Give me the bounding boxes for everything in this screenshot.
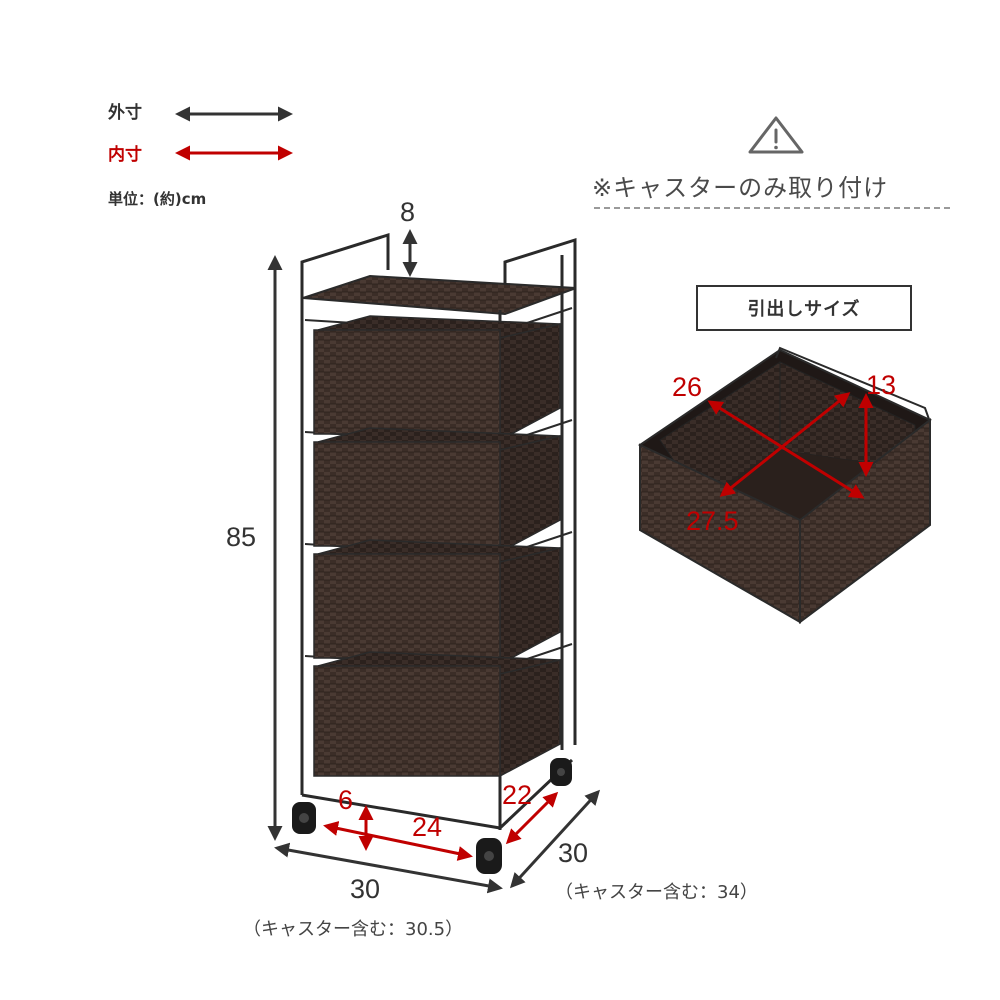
warning-triangle-icon (748, 116, 804, 154)
dim-inner-height-label: 6 (338, 785, 354, 815)
legend-outer-label: 外寸 (108, 103, 142, 123)
notice-underline (594, 207, 950, 209)
dim-depth-caption: （キャスター含む：34） (555, 882, 758, 903)
drawer-size-box: 引出しサイズ (696, 285, 912, 331)
dim-width-caption: （キャスター含む：30.5） (243, 919, 464, 940)
dim-drawer-depth-label: 27.5 (686, 506, 739, 536)
dim-inner-width-arrow (323, 821, 473, 861)
rack-illustration (292, 232, 577, 874)
legend-inner-label: 内寸 (108, 145, 142, 165)
dim-drawer-depth-arrow (719, 392, 851, 497)
dim-drawer-height-label: 13 (866, 370, 897, 400)
caster-front-left (292, 802, 316, 834)
dim-width-label: 30 (350, 874, 381, 904)
dim-inner-width-label: 24 (412, 812, 443, 842)
dim-top-rail-label: 8 (400, 197, 416, 227)
dim-depth-label: 30 (558, 838, 589, 868)
dim-height-label: 85 (226, 522, 257, 552)
caster-front-right (476, 838, 502, 874)
dim-width-arrow (274, 842, 503, 894)
unit-label: 単位：(約)cm (108, 190, 207, 208)
dim-inner-depth-label: 22 (502, 780, 533, 810)
dim-inner-depth-arrow (505, 791, 559, 845)
notice-text: ※キャスターのみ取り付け (592, 174, 889, 202)
caster-back-right (550, 758, 572, 786)
dim-drawer-width-label: 26 (672, 372, 703, 402)
